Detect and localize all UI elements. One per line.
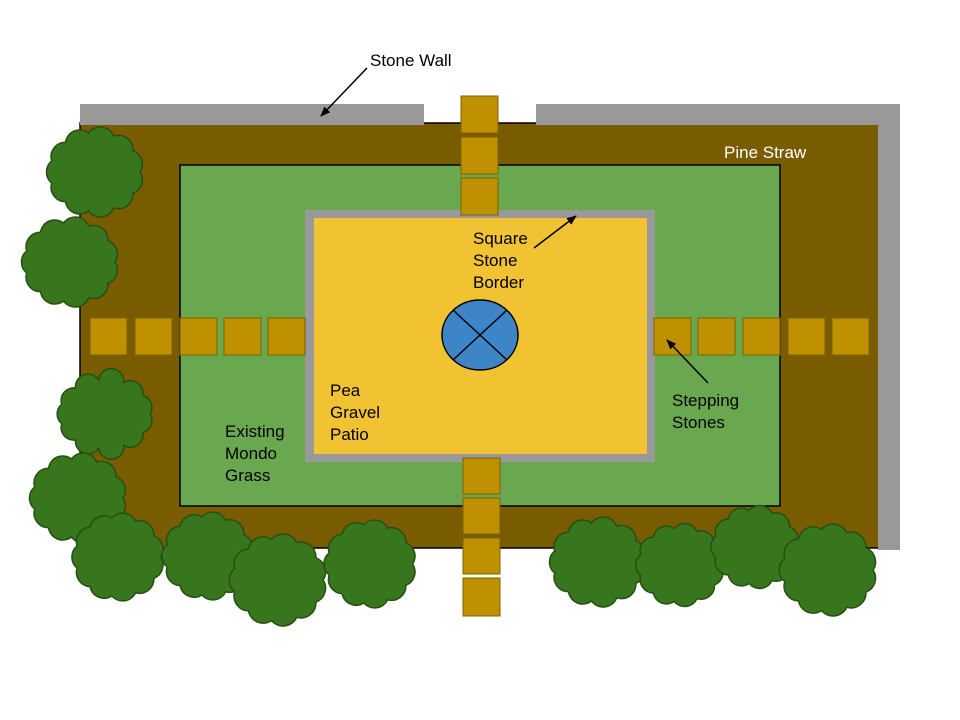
shrub-icon [20,216,119,308]
shrub-icon [45,126,144,218]
stepping-stone [462,457,501,495]
stepping-stones-label-line: Stepping [672,391,739,410]
shrub-icon [778,523,877,617]
shrub-icon [71,512,164,602]
stepping-stone [462,537,501,575]
stone-wall-right-side [878,104,900,550]
existing-mondo-grass-label-line: Grass [225,466,270,485]
stepping-stone [267,317,306,356]
stepping-stone [460,95,499,134]
stepping-stone [697,317,736,356]
stone-wall-label: Stone Wall [370,51,452,70]
shrubs-group [20,126,877,627]
stepping-stones-group [89,95,870,617]
stone-wall-left-segment [80,104,424,125]
stepping-stone [460,177,499,216]
square-stone-border-label-line: Border [473,273,524,292]
stone-wall-right-segment [536,104,880,125]
shrub-icon [56,368,153,460]
stepping-stone [787,317,826,356]
stepping-stones-arrow [666,339,709,384]
stepping-stone [742,317,781,356]
shrub-icon [635,522,724,608]
stone-wall-arrow [320,67,368,117]
stepping-stone [89,317,128,356]
pea-gravel-patio-label-line: Patio [330,425,369,444]
shrub-icon [710,504,799,590]
stepping-stone [462,497,501,535]
stepping-stones-label-line: Stones [672,413,725,432]
stone-border-arrow [533,215,577,249]
square-stone-border-label-line: Square [473,229,528,248]
stepping-stone [462,577,501,617]
stepping-stone [831,317,870,356]
existing-mondo-grass-label-line: Mondo [225,444,277,463]
stepping-stone [134,317,173,356]
stepping-stone [653,317,692,356]
shrub-icon [228,533,327,627]
stepping-stone [460,136,499,175]
existing-mondo-grass-label-line: Existing [225,422,285,441]
shrub-icon [323,519,416,609]
pine-straw-label: Pine Straw [724,143,807,162]
square-stone-border-label-line: Stone [473,251,517,270]
square-stone-border-label: Square Stone Border [473,229,533,292]
fountain-icon [441,299,519,371]
existing-mondo-grass-label: Existing Mondo Grass [225,422,289,485]
pea-gravel-patio-label-line: Pea [330,381,361,400]
stepping-stone [223,317,262,356]
shrub-icon [548,516,647,608]
pea-gravel-patio-label: Pea Gravel Patio [330,381,385,444]
stepping-stone [179,317,218,356]
pea-gravel-patio-label-line: Gravel [330,403,380,422]
stepping-stones-label: Stepping Stones [672,391,744,432]
